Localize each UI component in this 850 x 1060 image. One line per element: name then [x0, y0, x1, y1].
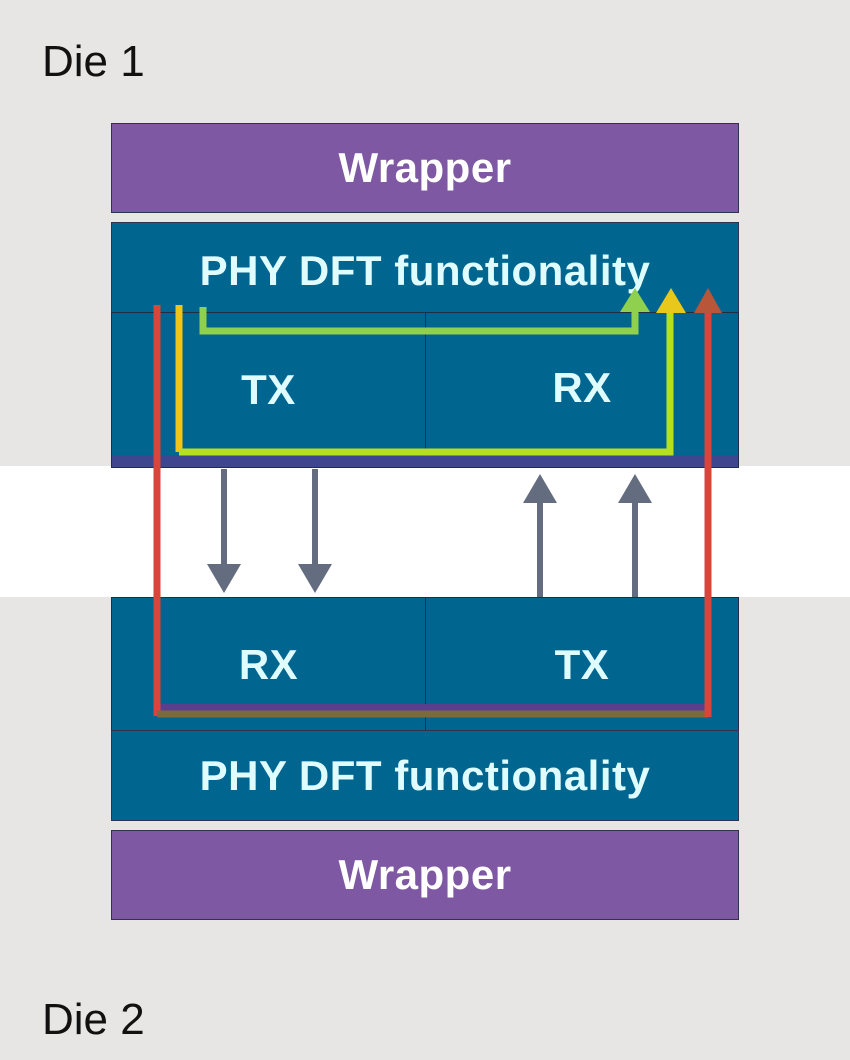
die-interface-band [0, 466, 850, 597]
rx-label: RX [238, 640, 299, 688]
tx-label: TX [554, 640, 610, 688]
wrapper-label: Wrapper [338, 851, 512, 898]
rx-label: RX [552, 364, 612, 411]
die-2-label: Die 2 [42, 995, 145, 1044]
wrapper-block-die-1: Wrapper [111, 123, 739, 213]
rx-block-die-2: RX [111, 597, 426, 732]
tx-block-die-1: TX [111, 312, 426, 468]
rx-block-die-1: RX [425, 312, 739, 468]
phy-dft-label: PHY DFT functionality [199, 751, 651, 799]
phy-dft-block-die-2: PHY DFT functionality [111, 730, 739, 821]
wrapper-block-die-2: Wrapper [111, 830, 739, 920]
tx-label: TX [241, 366, 296, 413]
wrapper-label: Wrapper [338, 144, 512, 191]
tx-block-die-2: TX [425, 597, 739, 732]
die-1-label: Die 1 [42, 37, 145, 86]
phy-dft-block-die-1: PHY DFT functionality [111, 222, 739, 314]
phy-dft-label: PHY DFT functionality [199, 247, 651, 294]
